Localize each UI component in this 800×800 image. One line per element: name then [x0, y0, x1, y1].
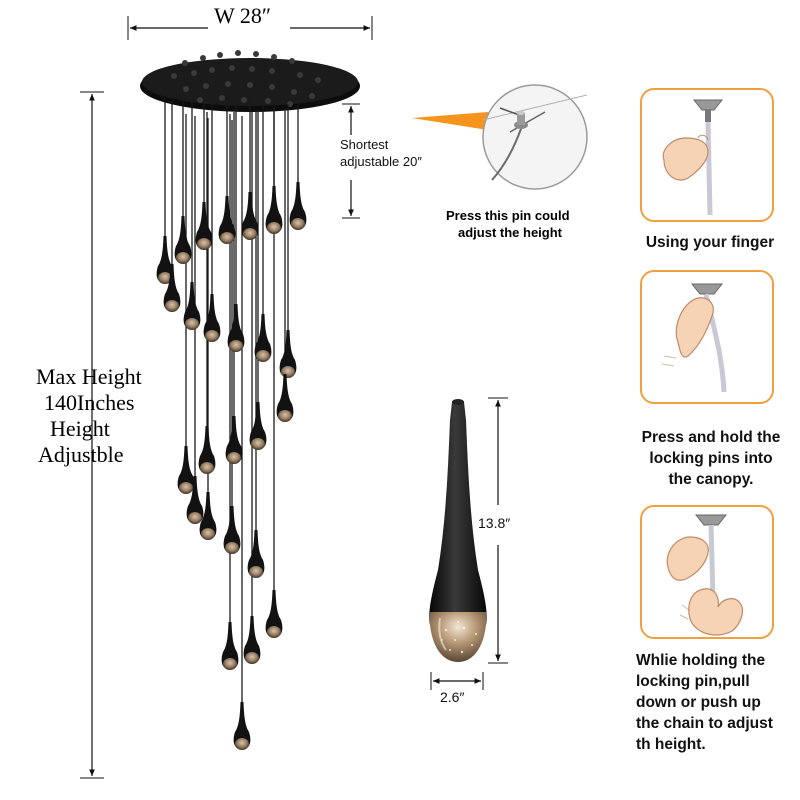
canopy	[140, 50, 360, 112]
pull-chain-icon	[666, 514, 744, 636]
pin-caption-line-2: adjust the height	[458, 225, 562, 240]
step-1-card	[640, 88, 774, 222]
step-3-line-1: Whlie holding the	[636, 652, 766, 669]
pendant-drop	[223, 506, 241, 554]
pin-caption-line-1: Press this pin could	[446, 208, 570, 223]
step-3-card	[640, 505, 774, 639]
finger-ceiling-icon	[662, 99, 724, 216]
pendant-drop	[198, 426, 216, 474]
step-3-line-4: the chain to adjust	[636, 715, 773, 732]
pendant-drop	[247, 530, 265, 578]
pendant-drop	[279, 330, 297, 378]
shortest-label-line-2: adjustable 20″	[340, 154, 422, 169]
pendant-drop	[243, 616, 261, 664]
pendant-drop	[254, 314, 272, 362]
press-pin-icon	[661, 283, 727, 393]
step-2-line-1: Press and hold the	[641, 429, 781, 446]
single-pendant	[429, 399, 487, 662]
pendant-width-dimension	[430, 672, 484, 690]
step-2-text: Press and hold the locking pins into the…	[632, 427, 790, 490]
pendant-drop	[276, 374, 294, 422]
pendant-drop	[174, 216, 192, 264]
max-height-label-line-3: Height	[50, 416, 110, 441]
pendant-cluster	[156, 182, 307, 750]
pendant-drop	[221, 622, 239, 670]
pendant-drop	[218, 196, 236, 244]
pendant-height-dimension	[488, 397, 508, 664]
step-2-line-2: locking pins into	[649, 450, 773, 467]
pendant-drop	[249, 402, 267, 450]
width-dimension	[127, 16, 373, 40]
pendant-width-label: 2.6″	[440, 689, 465, 705]
max-height-label-line-2: 140Inches	[44, 390, 135, 415]
pendant-drop	[177, 446, 195, 494]
pendant-drop	[265, 186, 283, 234]
step-3-line-2: locking pin,pull	[636, 673, 750, 690]
step-3-line-5: th height.	[636, 736, 706, 753]
width-label: W 28″	[214, 3, 272, 28]
step-3-line-3: down or push up	[636, 694, 761, 711]
pendant-drop	[199, 492, 217, 540]
pendant-drop	[195, 202, 213, 250]
pendant-drop	[163, 264, 181, 312]
pendant-drop	[233, 702, 251, 750]
step-2-card	[640, 270, 774, 404]
pendant-cords	[164, 96, 299, 702]
max-height-label-line-4: Adjustble	[38, 442, 124, 467]
step-1-text: Using your finger	[640, 232, 780, 253]
pendant-drop	[203, 294, 221, 342]
pendant-drop	[241, 192, 259, 240]
pendant-drop	[265, 590, 283, 638]
shortest-label-line-1: Shortest	[340, 137, 389, 152]
step-2-line-3: the canopy.	[668, 471, 754, 488]
pendant-height-label: 13.8″	[478, 515, 511, 531]
pendant-drop	[186, 476, 204, 524]
pendant-drop	[156, 236, 174, 284]
pendant-drop	[183, 282, 201, 330]
shortest-dimension	[342, 103, 360, 219]
max-height-dimension	[80, 91, 104, 779]
pendant-drop	[227, 304, 245, 352]
pendant-drop	[225, 416, 243, 464]
pin-detail-callout	[412, 84, 588, 190]
step-1-line-1: Using your finger	[645, 234, 775, 251]
step-3-text: Whlie holding the locking pin,pull down …	[636, 650, 786, 755]
pendant-drop	[289, 182, 307, 230]
max-height-label-line-1: Max Height	[36, 364, 142, 389]
